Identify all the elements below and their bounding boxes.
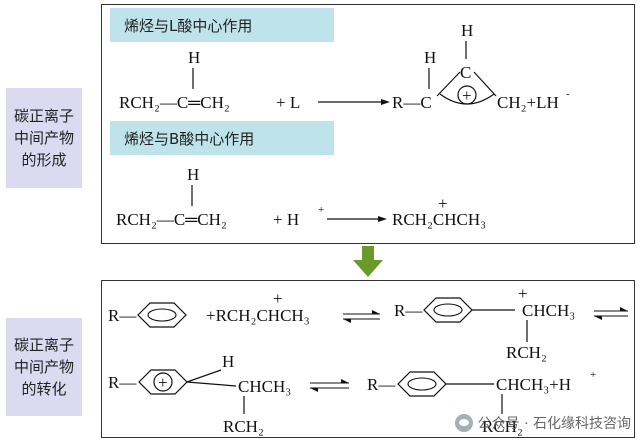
conversion-panel bbox=[101, 280, 635, 438]
r1-product-tail: CH₂+LH bbox=[497, 93, 559, 112]
r1-product-r: R—C bbox=[392, 93, 432, 112]
r2-reactant: RCH₂—C═CH₂ bbox=[116, 210, 227, 229]
r4-prod-sup: + bbox=[590, 369, 596, 381]
r3-reagent: +RCH₂CHCH₃ bbox=[206, 306, 310, 325]
r1-charge: + bbox=[462, 86, 472, 105]
r3-prod-branch: RCH₂ bbox=[506, 343, 547, 362]
r4-branch: RCH₂ bbox=[223, 417, 264, 436]
r1-plus-l: + L bbox=[276, 93, 300, 112]
r3-r-prod: R— bbox=[394, 301, 423, 320]
reaction-deprotonation: R— + H CHCH₃ RCH₂ R— CHCH₃+H + RCH₂ bbox=[108, 352, 596, 436]
bronsted-acid-bar: 烯烃与B酸中心作用 bbox=[110, 121, 334, 155]
r4-prod-chain: CHCH₃+H bbox=[496, 375, 571, 394]
r3-prod-charge: + bbox=[518, 284, 528, 303]
r3-benzene-ring bbox=[137, 302, 187, 328]
r3-prod-tail: CHCH₃ bbox=[522, 301, 575, 320]
r4-chain: CHCH₃ bbox=[238, 377, 291, 396]
reaction-lewis: H RCH₂—C═CH₂ + L R—C H H C + CH₂+LH - bbox=[119, 21, 570, 112]
r2-reactant-h: H bbox=[187, 165, 199, 184]
r2-plus-h: + H bbox=[273, 210, 299, 229]
r1-charge-circle bbox=[457, 85, 477, 105]
r2-plus-h-sup: + bbox=[318, 204, 324, 216]
r4-r-prod: R— bbox=[367, 375, 396, 394]
r3-product-benzene bbox=[423, 297, 473, 323]
r2-product: RCH₂CHCH₃ bbox=[392, 210, 486, 229]
watermark: 公众号 · 石化缘科技咨询 bbox=[454, 413, 631, 433]
r4-ring-charge: + bbox=[158, 373, 168, 392]
r1-product-tail-sup: - bbox=[566, 88, 570, 100]
wechat-icon bbox=[454, 414, 473, 432]
r4-prod-branch: RCH₂ bbox=[482, 417, 523, 436]
reaction-addition: R— +RCH₂CHCH₃ + R— + CHCH₃ RCH₂ bbox=[108, 284, 628, 362]
r3-r: R— bbox=[108, 306, 137, 325]
r1-product-h2: H bbox=[461, 21, 473, 40]
lewis-acid-bar: 烯烃与L酸中心作用 bbox=[110, 8, 334, 42]
formation-section-label: 碳正离子 中间产物 的形成 bbox=[6, 88, 82, 188]
down-arrow-icon bbox=[353, 246, 383, 277]
reaction-bronsted: H RCH₂—C═CH₂ + H + RCH₂CHCH₃ + bbox=[116, 165, 486, 229]
conversion-section-label: 碳正离子 中间产物 的转化 bbox=[6, 318, 82, 416]
r4-r: R— bbox=[108, 373, 137, 392]
watermark-text: 公众号 · 石化缘科技咨询 bbox=[477, 416, 631, 432]
r2-charge: + bbox=[438, 194, 448, 213]
r3-charge: + bbox=[273, 289, 283, 308]
r1-reactant-h: H bbox=[188, 48, 200, 67]
r4-product-benzene bbox=[397, 371, 447, 397]
r1-product-c: C bbox=[460, 63, 471, 82]
r4-h: H bbox=[222, 352, 234, 371]
r1-reactant: RCH₂—C═CH₂ bbox=[119, 93, 230, 112]
r1-product-h1: H bbox=[424, 48, 436, 67]
